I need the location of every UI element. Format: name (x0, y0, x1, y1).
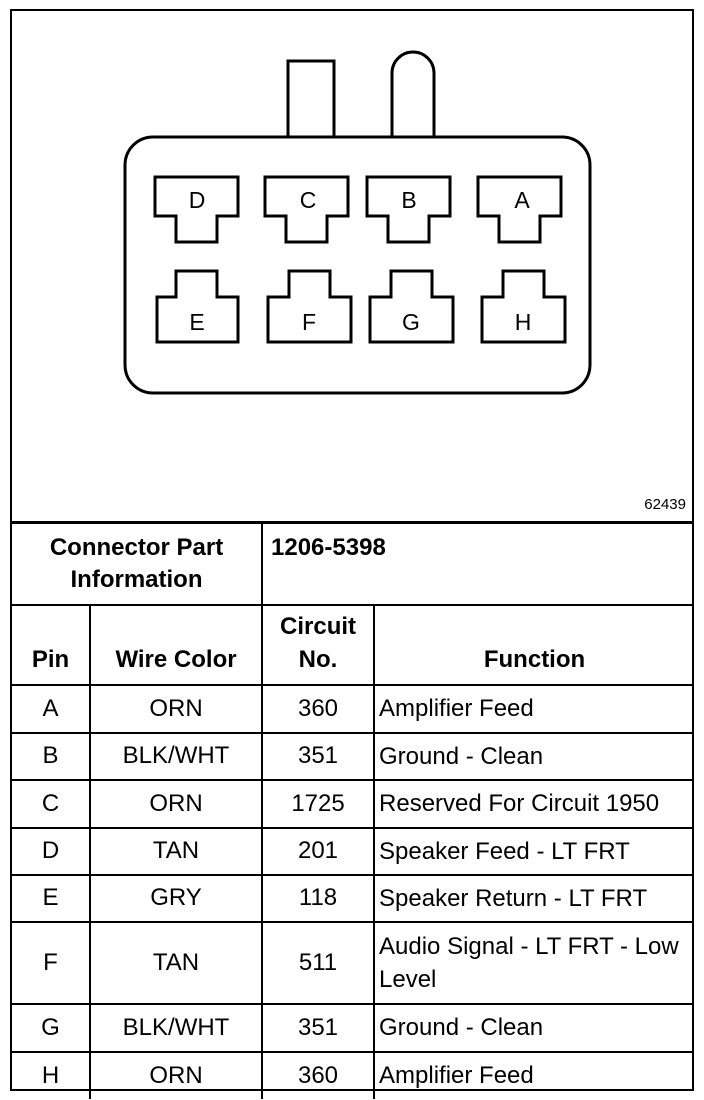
pin-cavity-c (263, 175, 350, 244)
table-row: D TAN 201 Speaker Feed - LT FRT (12, 826, 695, 876)
circuit-cell: 118 (261, 873, 376, 923)
table-row: B BLK/WHT 351 Ground - Clean (12, 731, 695, 781)
table-row: A ORN 360 Amplifier Feed (12, 683, 695, 734)
pin-label-a: A (514, 187, 530, 213)
connector-part-number: 1206-5398 (261, 521, 695, 606)
circuit-cell: 351 (261, 731, 376, 781)
figure-number: 62439 (644, 496, 686, 513)
pin-cavity-d (153, 175, 240, 244)
pin-label-d: D (189, 187, 206, 213)
function-cell: Reserved For Circuit 1950 (373, 778, 695, 829)
table-row: F TAN 511 Audio Signal - LT FRT - Low Le… (12, 920, 695, 1005)
circuit-cell: 360 (261, 1050, 376, 1099)
pin-cell: B (12, 731, 91, 781)
col-header-function: Function (373, 603, 695, 686)
wire-color-cell: ORN (88, 683, 264, 734)
wire-color-cell: ORN (88, 778, 264, 829)
connector-table: Connector Part Information 1206-5398 Pin… (12, 521, 695, 1099)
pin-cell: F (12, 920, 91, 1005)
pin-label-h: H (515, 309, 532, 335)
pin-cavity-f (266, 269, 353, 344)
connector-drawing: D C B A E F G H (123, 50, 592, 395)
circuit-cell: 351 (261, 1002, 376, 1053)
pin-cavity-b (365, 175, 452, 244)
function-cell: Ground - Clean (373, 731, 695, 781)
function-cell: Audio Signal - LT FRT - Low Level (373, 920, 695, 1005)
wire-color-cell: TAN (88, 920, 264, 1005)
function-cell: Speaker Return - LT FRT (373, 873, 695, 923)
pin-cell: E (12, 873, 91, 923)
table-row: H ORN 360 Amplifier Feed (12, 1050, 695, 1099)
document-frame: D C B A E F G H 62439 Connector Part Inf… (10, 9, 695, 1099)
table-row: G BLK/WHT 351 Ground - Clean (12, 1002, 695, 1053)
pin-cell: H (12, 1050, 91, 1099)
col-header-circuit-no: Circuit No. (261, 603, 376, 686)
pin-cavity-e (155, 269, 240, 344)
connector-info-row: Connector Part Information 1206-5398 (12, 521, 695, 606)
table-row: C ORN 1725 Reserved For Circuit 1950 (12, 778, 695, 829)
column-header-row: Pin Wire Color Circuit No. Function (12, 603, 695, 686)
connector-label: Connector Part Information (12, 521, 264, 606)
function-cell: Amplifier Feed (373, 683, 695, 734)
table-row: E GRY 118 Speaker Return - LT FRT (12, 873, 695, 923)
col-header-wire-color: Wire Color (88, 603, 264, 686)
pin-label-f: F (302, 309, 316, 335)
lock-tab-square (286, 59, 336, 139)
wire-color-cell: ORN (88, 1050, 264, 1099)
circuit-cell: 1725 (261, 778, 376, 829)
connector-diagram: D C B A E F G H 62439 (12, 11, 692, 521)
circuit-cell: 360 (261, 683, 376, 734)
function-cell: Speaker Feed - LT FRT (373, 826, 695, 876)
lock-tab-round (390, 50, 436, 139)
pin-label-b: B (401, 187, 416, 213)
pin-label-g: G (402, 309, 420, 335)
circuit-cell: 511 (261, 920, 376, 1005)
pin-label-e: E (189, 309, 204, 335)
col-header-pin: Pin (12, 603, 91, 686)
pin-cavity-h (480, 269, 567, 344)
wire-color-cell: BLK/WHT (88, 731, 264, 781)
connector-body (123, 135, 592, 395)
pin-cavity-a (476, 175, 563, 244)
pin-label-c: C (300, 187, 317, 213)
function-cell: Amplifier Feed (373, 1050, 695, 1099)
pin-cell: D (12, 826, 91, 876)
wire-color-cell: GRY (88, 873, 264, 923)
pin-cavity-g (368, 269, 455, 344)
pin-cell: G (12, 1002, 91, 1053)
wire-color-cell: BLK/WHT (88, 1002, 264, 1053)
pin-cell: C (12, 778, 91, 829)
pin-cell: A (12, 683, 91, 734)
circuit-cell: 201 (261, 826, 376, 876)
function-cell: Ground - Clean (373, 1002, 695, 1053)
wire-color-cell: TAN (88, 826, 264, 876)
